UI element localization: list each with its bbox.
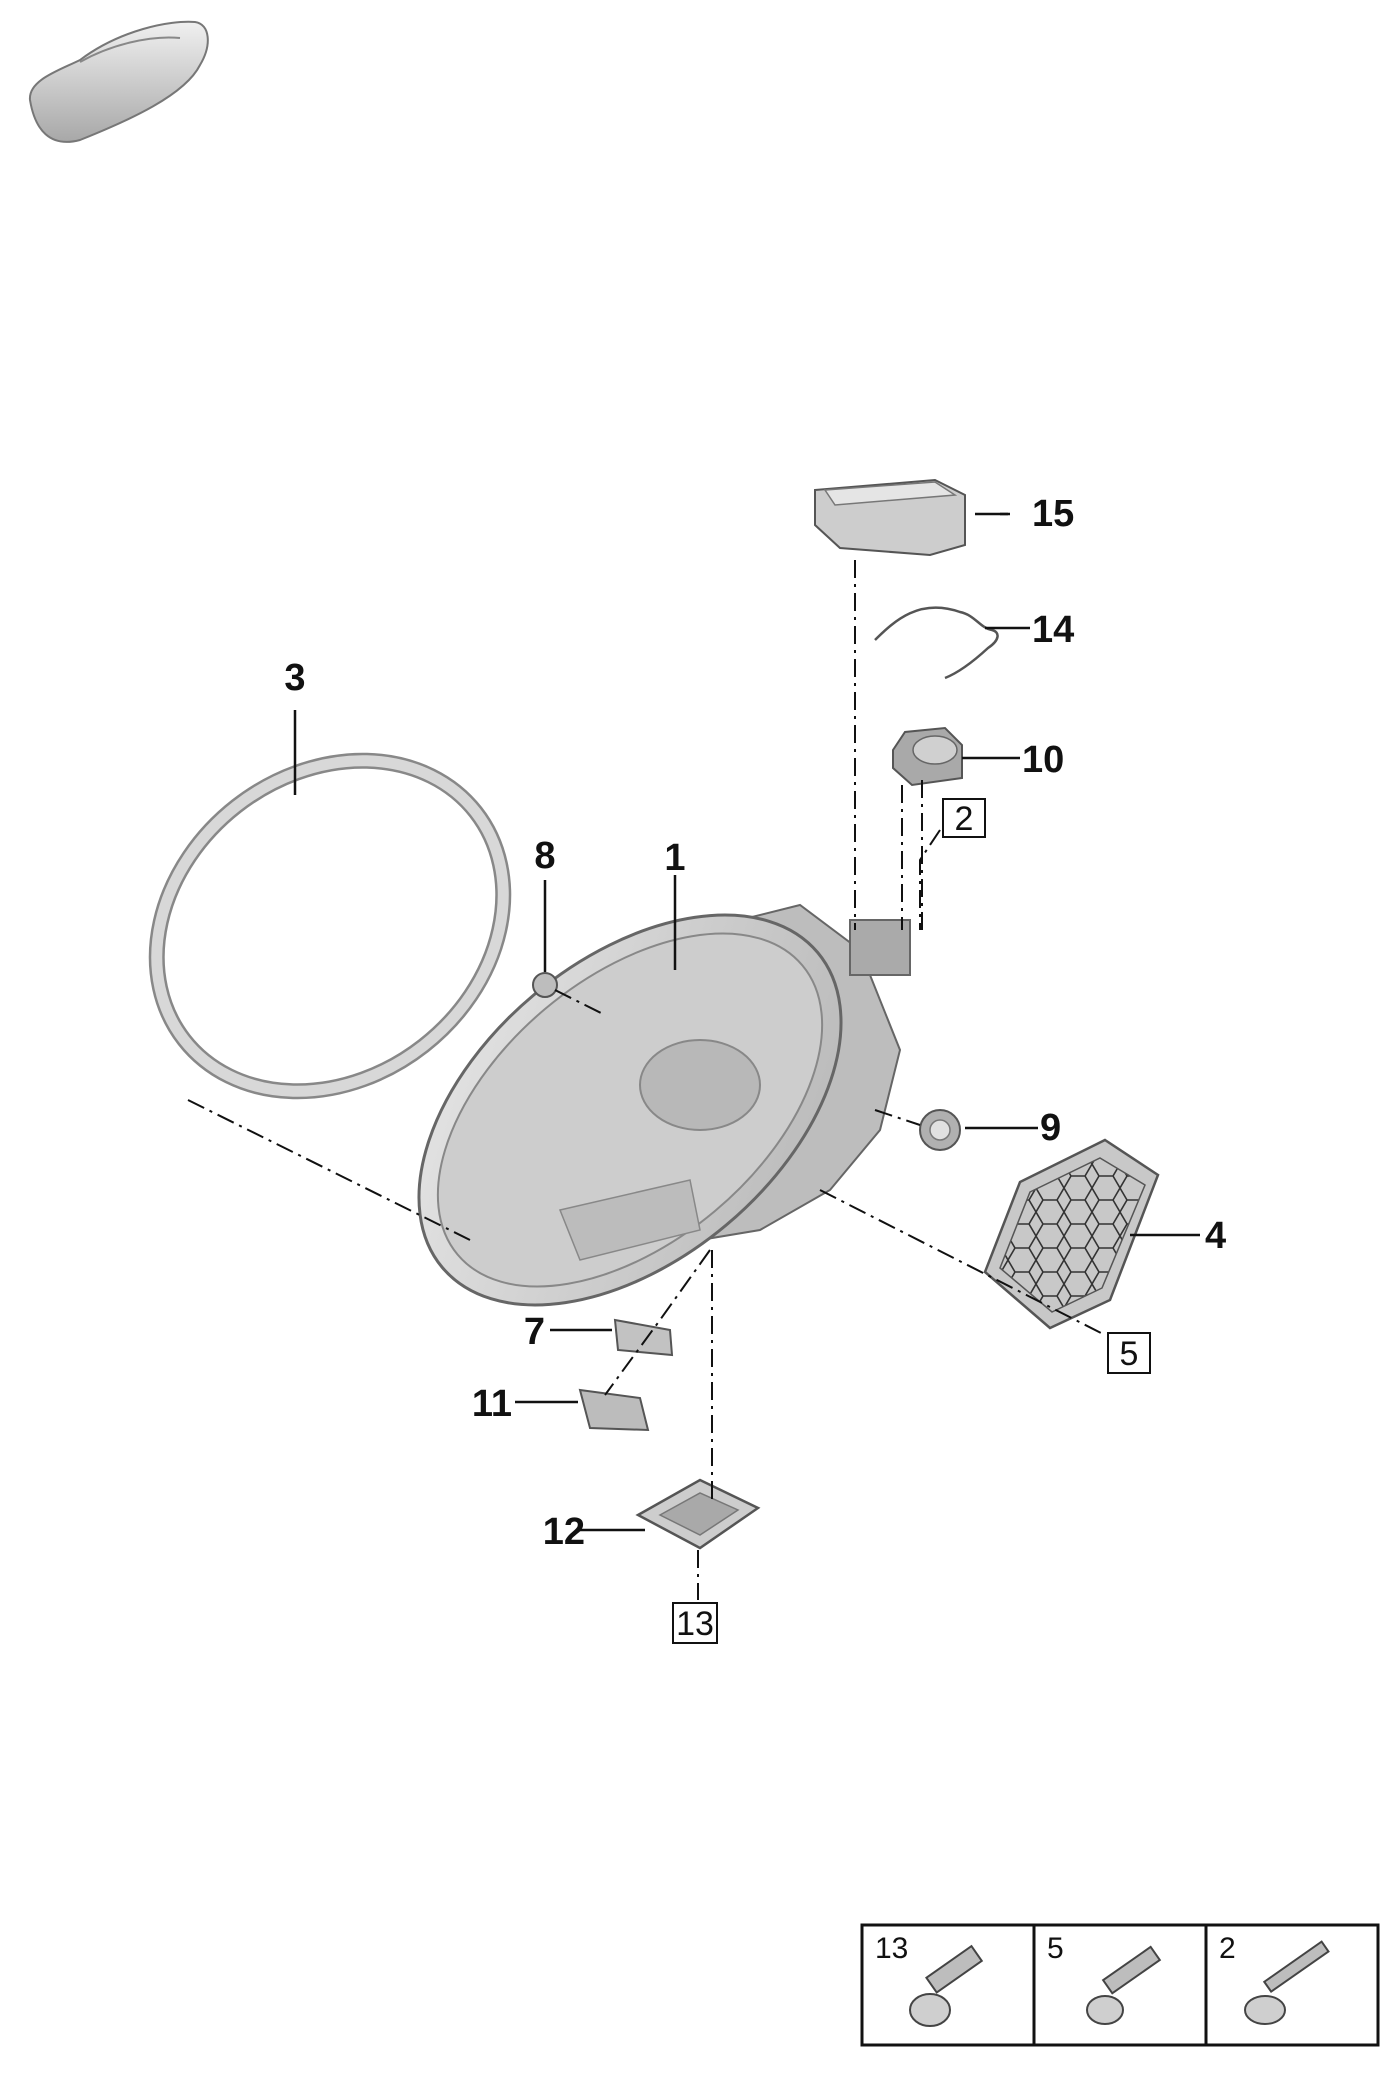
actuator-part [892,726,963,787]
trim-ring-part [148,752,512,1100]
ref-box-13 [672,1602,718,1644]
callout-14: 14 [1032,609,1074,651]
callout-8: 8 [534,835,555,877]
legend-cell-2 [1204,1923,1380,2047]
ref-label-2: 2 [955,800,974,838]
fastener-legend: 13 5 2 [860,1923,1380,2047]
headlight-housing-part [417,903,911,1307]
wire-clip-part [874,606,999,680]
bulb-socket-part [919,1109,961,1151]
ref-label-13: 13 [676,1605,714,1643]
legend-label-13: 13 [875,1932,908,1965]
callout-9: 9 [1040,1107,1061,1149]
callout-15: 15 [1032,493,1074,535]
control-unit-part [814,478,966,557]
screw-flange-icon [909,1944,984,2027]
callout-10: 10 [1022,739,1064,781]
callout-11: 11 [472,1383,512,1425]
legend-label-2: 2 [1219,1932,1236,1965]
honeycomb-cover-part [983,1138,1160,1330]
callout-7: 7 [524,1311,545,1353]
ref-box-5 [1107,1332,1151,1374]
led-driver-part [578,1388,650,1432]
screw-washer-icon [1086,1945,1162,2025]
assembly-lines [187,560,1106,1600]
ref-label-5: 5 [1120,1335,1139,1373]
car-thumbnail-icon [28,20,209,143]
callout-4: 4 [1205,1215,1226,1257]
bulb-socket-small-part [532,972,558,998]
callout-12: 12 [543,1511,585,1553]
legend-label-5: 5 [1047,1932,1064,1965]
callout-3: 3 [284,657,305,699]
callout-leaders [293,512,1200,1532]
cover-plate-part [635,1478,761,1550]
callout-1: 1 [664,837,685,879]
bolt-flange-icon [1244,1940,1330,2025]
led-module-part [613,1318,674,1357]
ref-box-2 [942,798,986,838]
